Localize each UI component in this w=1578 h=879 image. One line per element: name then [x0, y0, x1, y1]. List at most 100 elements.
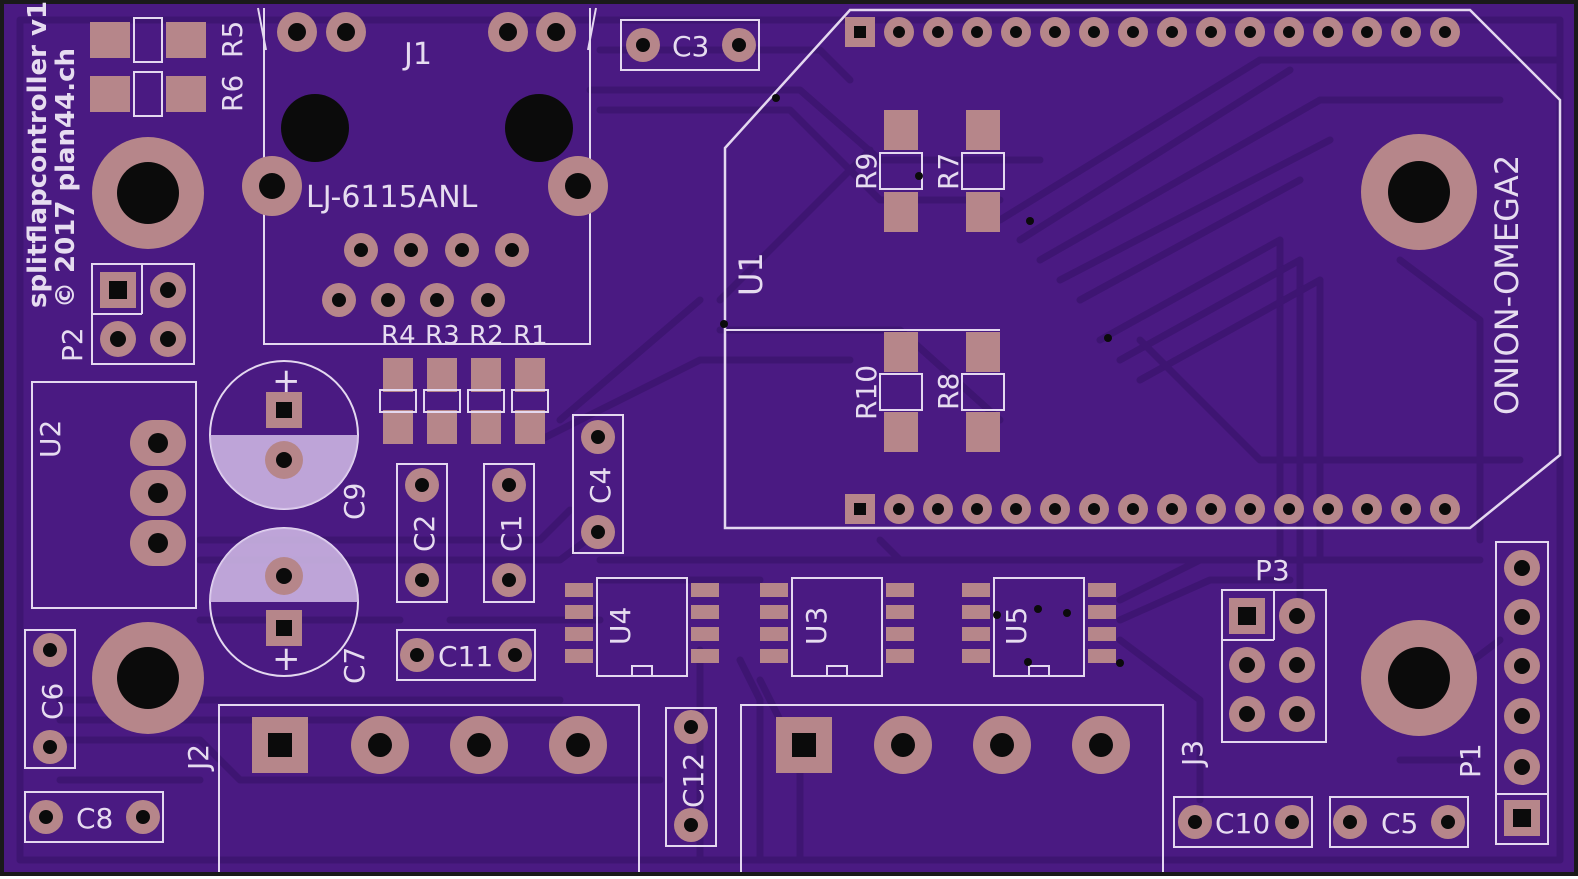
ic-pad: [1088, 605, 1116, 619]
u1-pin-drill: [1049, 503, 1061, 515]
label-j1: J1: [402, 37, 432, 72]
label-r7: R7: [932, 153, 965, 190]
u1-pin-drill: [1205, 503, 1217, 515]
ic-pad: [565, 583, 593, 597]
ic-pad: [760, 627, 788, 641]
u1-pin-drill: [1244, 26, 1256, 38]
u1-pin-drill: [854, 503, 866, 515]
u1-pin-drill: [1049, 26, 1061, 38]
connector-j2: J2: [182, 704, 640, 872]
label-r4: R4: [381, 321, 416, 351]
resistor-pad: [427, 410, 457, 444]
u1-pin-drill: [1400, 26, 1412, 38]
ic-pad: [760, 605, 788, 619]
capacitor-c1: C1: [483, 463, 535, 603]
label-c1: C1: [495, 515, 528, 552]
header-p3: P3: [1221, 554, 1327, 743]
resistor-pad: [427, 358, 457, 392]
ic-body-outline: [791, 577, 883, 677]
resistor-outline: [379, 389, 417, 413]
ic-pad: [886, 627, 914, 641]
capacitor-c10: C10: [1173, 796, 1313, 848]
label-c3: C3: [672, 30, 709, 63]
j1-part-number: LJ-6115ANL: [306, 180, 478, 215]
capacitor-c11: C11: [396, 629, 536, 681]
label-p3: P3: [1255, 554, 1290, 587]
u1-outline: [723, 8, 1562, 530]
label-j2: J2: [182, 744, 215, 772]
ic-pad: [691, 649, 719, 663]
u1-pin-drill: [1361, 26, 1373, 38]
label-r10: R10: [850, 365, 883, 420]
u1-pin-drill: [1010, 503, 1022, 515]
label-u2: U2: [34, 420, 67, 458]
u1-pin-drill: [1127, 26, 1139, 38]
label-u1: U1: [732, 252, 770, 296]
u1-pin-drill: [1400, 503, 1412, 515]
label-r1: R1: [513, 321, 548, 351]
resistor-pad: [471, 410, 501, 444]
c9-plus: +: [272, 361, 301, 401]
resistor-pad: [515, 358, 545, 392]
capacitor-c2: C2: [396, 463, 448, 603]
capacitor-c5: C5: [1329, 796, 1469, 848]
ic-u5: [962, 577, 1116, 677]
resistor-outline: [511, 389, 549, 413]
resistor-r7: R7: [932, 110, 1005, 232]
resistor-pad: [515, 410, 545, 444]
resistor-outline: [423, 389, 461, 413]
resistor-r10: R10: [850, 332, 923, 452]
u1-pin-drill: [932, 503, 944, 515]
board-copyright: © 2017 plan44.ch: [51, 48, 81, 308]
resistor-r9: R9: [850, 110, 923, 232]
u1-pin-drill: [1361, 503, 1373, 515]
resistor-r5: R5: [90, 17, 249, 63]
u1-pin-drill: [1283, 503, 1295, 515]
ic-pad: [1088, 649, 1116, 663]
vias: [720, 94, 1124, 667]
u1-pin-drill: [1283, 26, 1295, 38]
ic-pad: [691, 627, 719, 641]
ic-pad: [962, 627, 990, 641]
resistor-r8: R8: [932, 332, 1005, 452]
connector-j1: J1 LJ-6115ANL: [242, 7, 608, 345]
ic-pad: [691, 583, 719, 597]
u1-pin-drill: [971, 503, 983, 515]
label-c5: C5: [1381, 807, 1418, 840]
capacitor-c7: + C7: [209, 527, 371, 684]
ic-pad: [565, 649, 593, 663]
board-title: splitflapcontroller v1: [23, 1, 53, 308]
ic-pad: [962, 605, 990, 619]
label-u5: U5: [1000, 607, 1033, 645]
u1-pin-drill: [893, 503, 905, 515]
u1-pin-drill: [893, 26, 905, 38]
header-p1: P1: [1454, 541, 1549, 845]
ic-pad: [565, 605, 593, 619]
u1-pin-drill: [1127, 503, 1139, 515]
resistor-pad: [383, 410, 413, 444]
u1-pin-drill: [1322, 26, 1334, 38]
ic-pad: [565, 627, 593, 641]
u1-pin-drill: [1088, 26, 1100, 38]
label-c10: C10: [1215, 807, 1270, 840]
u1-pin-drill: [1010, 26, 1022, 38]
label-r5: R5: [216, 21, 249, 58]
label-p2: P2: [56, 327, 89, 362]
ic-pad: [760, 583, 788, 597]
label-r8: R8: [932, 373, 965, 410]
ic-pad: [962, 649, 990, 663]
u1-pins-top: [845, 17, 1460, 47]
resistor-pad: [471, 358, 501, 392]
ic-pad: [886, 605, 914, 619]
label-u3: U3: [800, 607, 833, 645]
u1-pin-drill: [1166, 503, 1178, 515]
ic-body-outline: [993, 577, 1085, 677]
u1-pin-drill: [971, 26, 983, 38]
capacitor-c6: C6: [24, 629, 76, 769]
ic-notch: [826, 665, 848, 676]
label-c11: C11: [438, 640, 493, 673]
u1-pin-drill: [854, 26, 866, 38]
u1-pin-drill: [1166, 26, 1178, 38]
module-label: ONION-OMEGA2: [1488, 155, 1526, 415]
